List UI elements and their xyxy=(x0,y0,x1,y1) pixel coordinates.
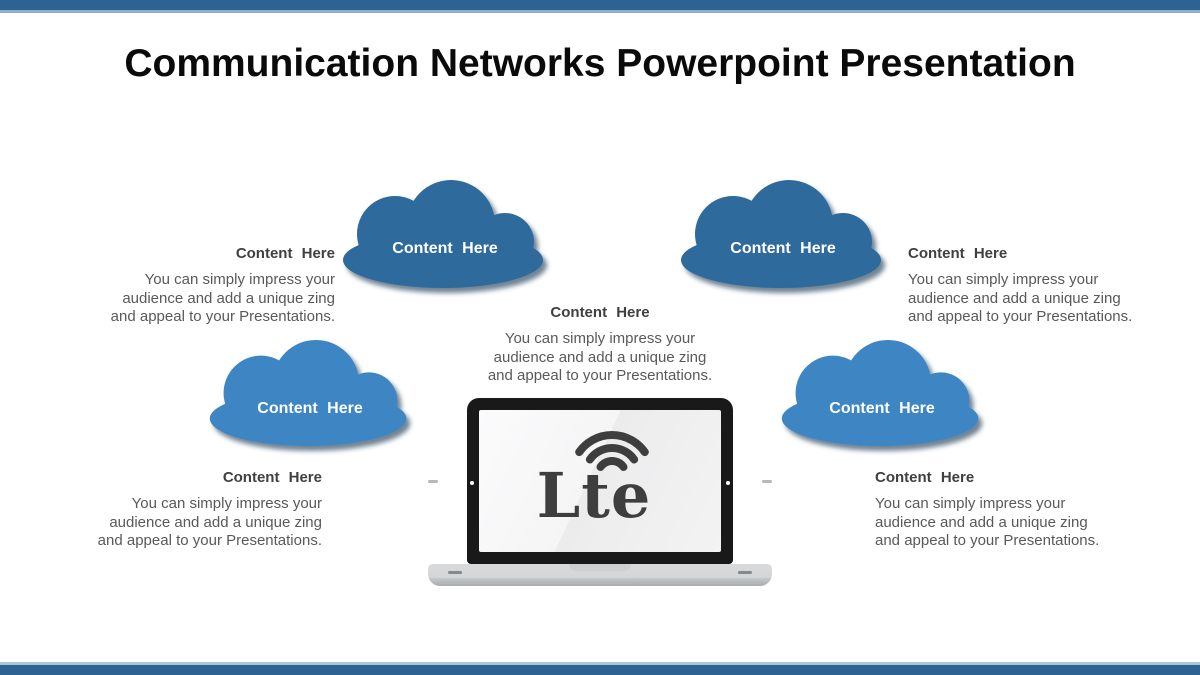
cloud-shape-icon xyxy=(209,339,407,447)
content-body: You can simply impress your audience and… xyxy=(908,271,1170,327)
body-line: and appeal to your Presentations. xyxy=(908,308,1133,325)
body-line: and appeal to your Presentations. xyxy=(110,308,335,325)
laptop-base-notch xyxy=(569,564,631,571)
content-block-right-top: Content Here You can simply impress your… xyxy=(908,245,1170,327)
body-line: audience and add a unique zing xyxy=(493,348,707,366)
lte-logo-text: Lte xyxy=(536,459,652,532)
body-line: You can simply impress your xyxy=(875,495,1066,512)
hinge-dot-right xyxy=(726,481,730,485)
cloud-top-left: Content Here xyxy=(333,178,557,290)
lte-logo: Lte xyxy=(479,410,721,552)
content-heading: Content Here xyxy=(222,469,322,486)
laptop-base xyxy=(428,564,772,586)
hinge-dot-left xyxy=(470,481,474,485)
content-body: You can simply impress your audience and… xyxy=(875,495,1137,551)
content-block-bottom-right: Content Here You can simply impress your… xyxy=(875,469,1137,551)
content-heading: Content Here xyxy=(875,469,975,486)
content-heading: Content Here xyxy=(908,245,1008,262)
hinge-tick-right xyxy=(762,480,772,483)
laptop-screen: Lte xyxy=(479,410,721,552)
laptop-illustration: Lte xyxy=(428,397,772,587)
content-block-center: Content Here You can simply impress your… xyxy=(440,304,760,386)
content-heading: Content Here xyxy=(235,245,335,262)
base-dash-right xyxy=(738,571,752,574)
cloud-label: Content Here xyxy=(829,400,935,417)
bottom-accent-line xyxy=(0,662,1200,665)
content-body: You can simply impress your audience and… xyxy=(62,495,322,551)
bottom-bar xyxy=(0,665,1200,675)
body-line: and appeal to your Presentations. xyxy=(97,532,322,549)
cloud-shape-icon xyxy=(681,180,881,288)
content-body: You can simply impress your audience and… xyxy=(75,271,335,327)
hinge-tick-left xyxy=(428,480,438,483)
cloud-label: Content Here xyxy=(392,240,498,257)
laptop-bezel: Lte xyxy=(467,398,733,564)
cloud-bottom-right: Content Here xyxy=(772,338,992,448)
top-bar xyxy=(0,0,1200,10)
top-accent-line xyxy=(0,10,1200,13)
content-block-left-top: Content Here You can simply impress your… xyxy=(75,245,335,327)
content-heading: Content Here xyxy=(550,304,650,321)
body-line: You can simply impress your xyxy=(504,330,696,347)
cloud-label: Content Here xyxy=(730,240,836,257)
body-line: and appeal to your Presentations. xyxy=(875,532,1100,549)
cloud-label: Content Here xyxy=(257,400,363,417)
content-body: You can simply impress your audience and… xyxy=(440,330,760,386)
body-line: audience and add a unique zing xyxy=(109,513,322,531)
wifi-signal-icon xyxy=(575,431,649,471)
body-line: audience and add a unique zing xyxy=(122,289,335,307)
body-line: audience and add a unique zing xyxy=(908,289,1121,307)
cloud-shape-icon xyxy=(781,339,979,447)
slide-title: Communication Networks Powerpoint Presen… xyxy=(124,42,1076,85)
content-block-bottom-left: Content Here You can simply impress your… xyxy=(62,469,322,551)
cloud-bottom-left: Content Here xyxy=(200,338,420,448)
body-line: and appeal to your Presentations. xyxy=(487,367,713,384)
body-line: audience and add a unique zing xyxy=(875,513,1088,531)
cloud-shape-icon xyxy=(343,180,543,288)
cloud-top-right: Content Here xyxy=(671,178,895,290)
base-dash-left xyxy=(448,571,462,574)
body-line: You can simply impress your xyxy=(908,271,1099,288)
body-line: You can simply impress your xyxy=(131,495,322,512)
body-line: You can simply impress your xyxy=(144,271,335,288)
